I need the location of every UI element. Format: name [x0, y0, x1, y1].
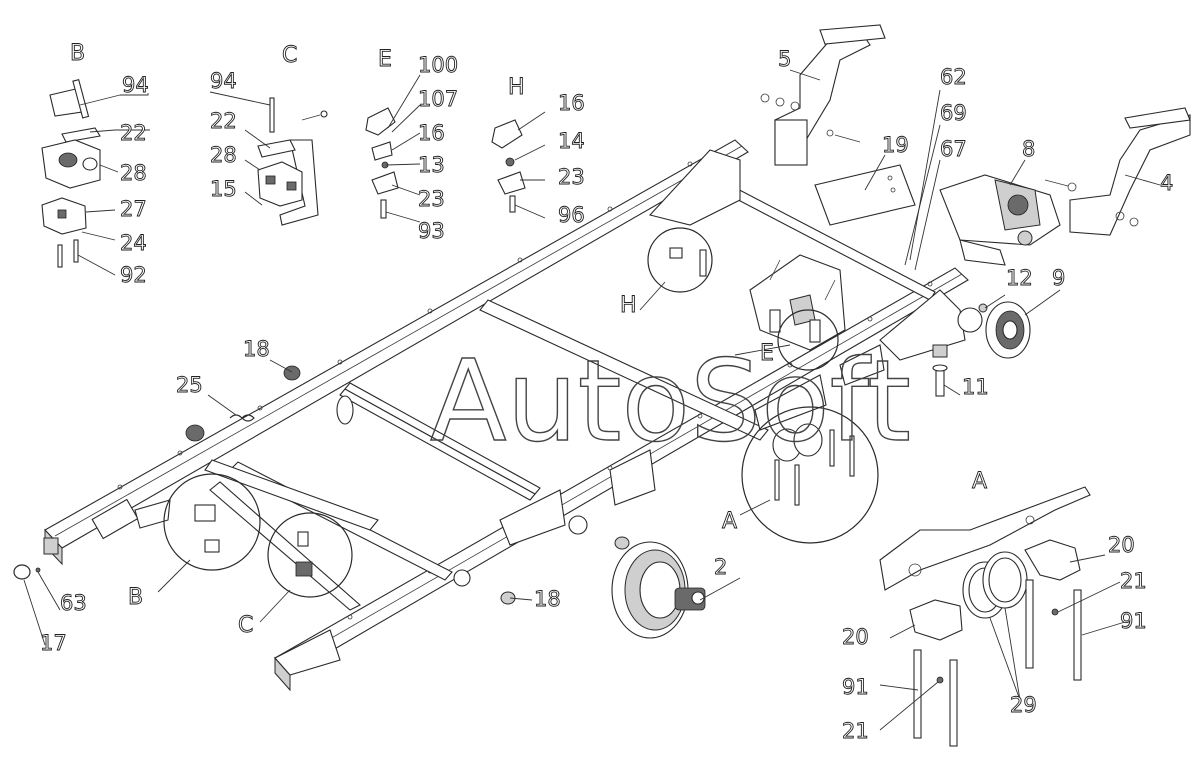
label-63: 63 — [60, 591, 87, 615]
label-16: 16 — [418, 121, 445, 145]
label-28: 28 — [120, 161, 147, 185]
label-93: 93 — [418, 219, 445, 243]
label-92: 92 — [120, 263, 147, 287]
label-94: 94 — [210, 69, 237, 93]
label-69: 69 — [940, 101, 967, 125]
label-19: 19 — [882, 133, 909, 157]
mounting-pads-18 — [185, 365, 630, 605]
label-27: 27 — [120, 197, 147, 221]
label-4: 4 — [1160, 171, 1173, 195]
callout-h: H — [620, 293, 637, 318]
label-16: 16 — [558, 91, 585, 115]
part-labels: 94 22 28 27 24 92 94 22 28 15 100 107 16… — [40, 47, 1174, 744]
wheel-9 — [978, 301, 1031, 359]
callout-e: E — [760, 341, 774, 366]
circle-parts — [194, 247, 855, 577]
label-67: 67 — [940, 137, 967, 161]
label-17: 17 — [40, 631, 67, 655]
label-9: 9 — [1052, 266, 1065, 290]
label-22: 22 — [120, 121, 147, 145]
label-14: 14 — [558, 129, 585, 153]
label-96: 96 — [558, 203, 585, 227]
leader-lines — [23, 69, 1161, 731]
label-15: 15 — [210, 177, 237, 201]
section-title-a: A — [972, 469, 987, 494]
label-100: 100 — [418, 53, 458, 77]
section-title-e: E — [378, 47, 392, 72]
detail-circles — [163, 227, 879, 598]
label-18: 18 — [243, 337, 270, 361]
label-21: 21 — [842, 719, 869, 743]
detail-b — [41, 78, 101, 268]
label-2: 2 — [714, 555, 727, 579]
label-107: 107 — [418, 87, 458, 111]
label-24: 24 — [120, 231, 147, 255]
section-title-c: C — [282, 43, 297, 68]
detail-c — [257, 97, 328, 226]
pin-11 — [932, 344, 948, 397]
callout-a: A — [722, 509, 737, 534]
front-right-bracket-4 — [1044, 107, 1191, 236]
frame-rails — [43, 139, 983, 692]
plate-19 — [814, 164, 916, 226]
detail-h — [491, 119, 526, 213]
label-25: 25 — [176, 373, 203, 397]
label-91: 91 — [842, 675, 869, 699]
label-91: 91 — [1120, 609, 1147, 633]
label-29: 29 — [1010, 693, 1037, 717]
label-20: 20 — [1108, 533, 1135, 557]
label-28: 28 — [210, 143, 237, 167]
tow-assembly-8 — [939, 174, 1061, 266]
watermark-text: AutoSoft — [430, 337, 911, 467]
detail-e — [365, 107, 399, 219]
callout-b: B — [128, 585, 143, 610]
label-23: 23 — [558, 165, 585, 189]
label-62: 62 — [940, 65, 967, 89]
spare-wheel-carrier — [749, 254, 846, 351]
section-title-h: H — [508, 75, 525, 100]
label-13: 13 — [418, 153, 445, 177]
front-left-bracket-5 — [760, 24, 886, 166]
label-11: 11 — [962, 375, 989, 399]
label-12: 12 — [1006, 266, 1033, 290]
label-8: 8 — [1022, 137, 1035, 161]
section-title-b: B — [70, 41, 85, 66]
label-20: 20 — [842, 625, 869, 649]
label-94: 94 — [122, 73, 149, 97]
label-18: 18 — [534, 587, 561, 611]
label-23: 23 — [418, 187, 445, 211]
callout-c: C — [238, 613, 253, 638]
ring-17 — [13, 564, 41, 580]
label-5: 5 — [778, 47, 791, 71]
detail-a — [879, 486, 1091, 747]
brake-drum-2 — [611, 541, 706, 639]
label-22: 22 — [210, 109, 237, 133]
label-21: 21 — [1120, 569, 1147, 593]
